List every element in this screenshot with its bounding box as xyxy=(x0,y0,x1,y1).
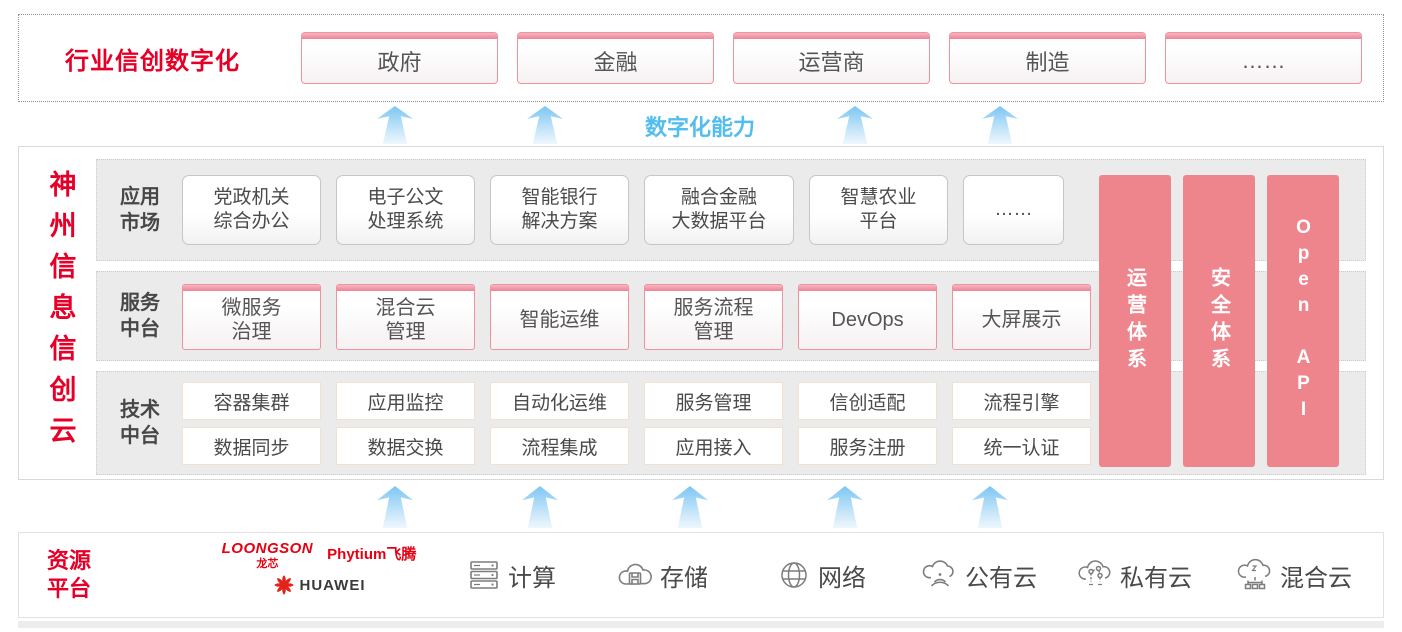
storage-icon xyxy=(616,558,654,592)
service-platform-row: 服务 中台 微服务 治理 混合云 管理 智能运维 服务流程 管理 DevOps … xyxy=(96,271,1366,361)
pillar-open-api: Open API xyxy=(1267,175,1339,467)
up-arrow-icon xyxy=(522,486,558,528)
industry-band-title: 行业信创数字化 xyxy=(65,47,240,75)
resource-item-public-cloud: 公有云 xyxy=(921,533,1037,617)
resource-item-hybrid-cloud: 混合云 xyxy=(1236,533,1352,617)
up-arrow-icon xyxy=(672,486,708,528)
huawei-logo: HUAWEI xyxy=(273,574,366,596)
platform-title: 神州信息信创云 xyxy=(45,169,76,457)
tech-box-app-access: 应用接入 xyxy=(644,427,783,465)
tech-box-app-monitoring: 应用监控 xyxy=(336,382,475,420)
app-market-label: 应用 市场 xyxy=(120,186,160,234)
industry-box-manufacturing: 制造 xyxy=(949,32,1146,84)
service-platform-label: 服务 中台 xyxy=(120,292,160,340)
huawei-wordmark: HUAWEI xyxy=(299,576,366,594)
up-arrow-icon xyxy=(377,486,413,528)
app-box-smart-agriculture: 智慧农业 平台 xyxy=(809,175,948,245)
resource-platform-band: 资源 平台 LOONGSON 龙芯 Phytium飞腾 xyxy=(18,532,1384,618)
resource-item-label: 网络 xyxy=(818,564,866,592)
resource-item-label: 存储 xyxy=(660,564,708,592)
up-arrow-icon xyxy=(827,486,863,528)
industry-box-operators: 运营商 xyxy=(733,32,930,84)
resource-item-storage: 存储 xyxy=(616,533,708,617)
resource-item-label: 公有云 xyxy=(965,564,1037,592)
up-arrow-icon xyxy=(377,106,413,144)
resource-item-label: 混合云 xyxy=(1280,564,1352,592)
resource-item-compute: 计算 xyxy=(466,533,556,617)
app-box-edoc-system: 电子公文 处理系统 xyxy=(336,175,475,245)
up-arrow-icon xyxy=(527,106,563,144)
industry-box-government: 政府 xyxy=(301,32,498,84)
vendor-logos: LOONGSON 龙芯 Phytium飞腾 xyxy=(204,540,434,596)
digital-capability-label: 数字化能力 xyxy=(644,115,755,140)
tech-platform-row: 技术 中台 容器集群 应用监控 自动化运维 服务管理 信创适配 流程引擎 数据同… xyxy=(96,371,1366,475)
cloud-platform-panel: 神州信息信创云 应用 市场 党政机关 综合办公 电子公文 处理系统 智能银行 解… xyxy=(18,146,1384,480)
loongson-chinese-name: 龙芯 xyxy=(256,558,279,570)
tech-box-service-mgmt: 服务管理 xyxy=(644,382,783,420)
tech-box-automated-ops: 自动化运维 xyxy=(490,382,629,420)
resource-item-label: 计算 xyxy=(508,564,556,592)
app-market-row: 应用 市场 党政机关 综合办公 电子公文 处理系统 智能银行 解决方案 融合金融… xyxy=(96,159,1366,261)
loongson-wordmark: LOONGSON xyxy=(221,540,314,557)
tech-platform-label: 技术 中台 xyxy=(120,399,160,447)
tech-box-container-cluster: 容器集群 xyxy=(182,382,321,420)
service-platform-boxes: 微服务 治理 混合云 管理 智能运维 服务流程 管理 DevOps 大屏展示 xyxy=(182,284,1091,350)
app-box-finance-bigdata: 融合金融 大数据平台 xyxy=(644,175,794,245)
network-icon xyxy=(776,558,812,592)
tech-box-process-integration: 流程集成 xyxy=(490,427,629,465)
tech-boxes-row-1: 容器集群 应用监控 自动化运维 服务管理 信创适配 流程引擎 xyxy=(182,382,1091,420)
up-arrow-icon xyxy=(837,106,873,144)
loongson-logo: LOONGSON 龙芯 xyxy=(222,540,314,571)
tech-box-process-engine: 流程引擎 xyxy=(952,382,1091,420)
resource-item-private-cloud: 私有云 xyxy=(1076,533,1192,617)
bottom-divider xyxy=(18,621,1384,628)
service-box-hybrid-cloud-mgmt: 混合云 管理 xyxy=(336,284,475,350)
resource-item-network: 网络 xyxy=(776,533,866,617)
compute-icon xyxy=(466,558,502,592)
public-cloud-icon xyxy=(921,558,959,592)
service-box-devops: DevOps xyxy=(798,284,937,350)
hybrid-cloud-icon xyxy=(1236,558,1274,592)
service-box-intelligent-ops: 智能运维 xyxy=(490,284,629,350)
service-box-big-screen: 大屏展示 xyxy=(952,284,1091,350)
phytium-logo: Phytium飞腾 xyxy=(327,546,417,563)
service-box-microservice: 微服务 治理 xyxy=(182,284,321,350)
industry-box-finance: 金融 xyxy=(517,32,714,84)
tech-box-data-exchange: 数据交换 xyxy=(336,427,475,465)
app-market-boxes: 党政机关 综合办公 电子公文 处理系统 智能银行 解决方案 融合金融 大数据平台… xyxy=(182,175,1064,245)
resource-platform-label: 资源 平台 xyxy=(47,548,92,601)
resource-item-label: 私有云 xyxy=(1120,564,1192,592)
tech-box-unified-auth: 统一认证 xyxy=(952,427,1091,465)
industry-box-row: 政府 金融 运营商 制造 …… xyxy=(301,32,1362,84)
up-arrow-icon xyxy=(972,486,1008,528)
app-box-more: …… xyxy=(963,175,1064,245)
pillar-operations-system: 运营体系 xyxy=(1099,175,1171,467)
tech-box-xc-adaptation: 信创适配 xyxy=(798,382,937,420)
service-box-service-process: 服务流程 管理 xyxy=(644,284,783,350)
vendor-logo-row: LOONGSON 龙芯 Phytium飞腾 xyxy=(222,540,417,571)
app-box-smart-banking: 智能银行 解决方案 xyxy=(490,175,629,245)
pillar-security-system: 安全体系 xyxy=(1183,175,1255,467)
tech-box-data-sync: 数据同步 xyxy=(182,427,321,465)
industry-digitalization-band: 行业信创数字化 政府 金融 运营商 制造 …… xyxy=(18,14,1384,102)
private-cloud-icon xyxy=(1076,558,1114,592)
tech-box-service-registry: 服务注册 xyxy=(798,427,937,465)
industry-box-more: …… xyxy=(1165,32,1362,84)
huawei-flower-icon xyxy=(273,574,295,596)
up-arrow-icon xyxy=(982,106,1018,144)
tech-boxes-row-2: 数据同步 数据交换 流程集成 应用接入 服务注册 统一认证 xyxy=(182,427,1091,465)
app-box-gov-office: 党政机关 综合办公 xyxy=(182,175,321,245)
